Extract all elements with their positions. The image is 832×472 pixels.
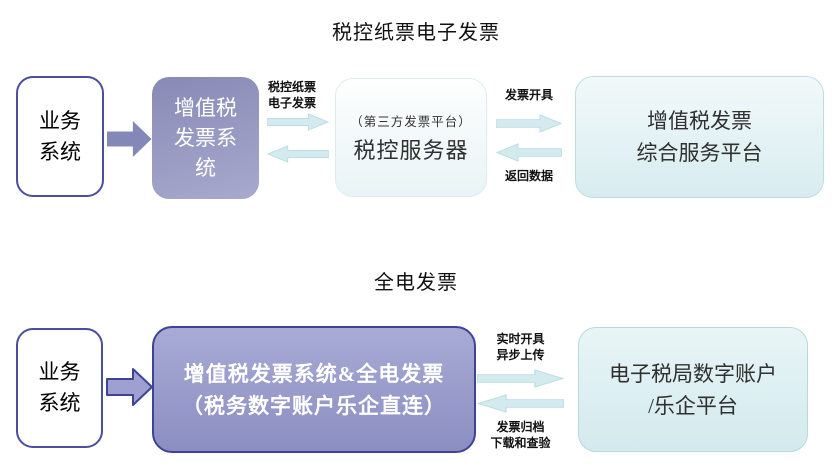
s1-invoice-issue-label: 发票开具 [504, 88, 553, 102]
s2-business-system-box: 业务 系统 [16, 328, 103, 448]
s1-business-system-box: 业务 系统 [16, 76, 104, 197]
s1-vat-invoice-system-box: 增值税 发票系 统 [152, 77, 259, 199]
s1-vat-service-platform-label: 综合服务平台 [636, 141, 763, 165]
s1-tax-control-server-box: （第三方发票平台） 税控服务器 [335, 78, 487, 197]
section2-title: 全电发票 [374, 272, 458, 294]
s1-block-arrow-right-icon [107, 119, 153, 159]
s1-business-system-label: 业务 [39, 108, 81, 133]
s1-flow1-arrow-left-icon [267, 145, 329, 163]
s1-vat-invoice-system-label: 发票系 [174, 126, 237, 150]
s2-tax-bureau-account-box: 电子税局数字账户 /乐企平台 [578, 327, 808, 452]
s1-server-title: 税控服务器 [353, 137, 469, 163]
s2-flow-arrow-left-icon [477, 394, 564, 413]
s2-vat-leqi-direct-box: 增值税发票系统&全电发票 （税务数字账户乐企直连） [152, 326, 476, 453]
section1-title: 税控纸票电子发票 [332, 22, 500, 44]
s2-flow-arrow-right-icon [477, 369, 564, 388]
s2-business-system-label: 业务 [38, 360, 81, 384]
s1-flow1-arrow-right-icon [267, 113, 329, 131]
s1-server-subtitle: （第三方发票平台） [350, 114, 472, 129]
s1-vat-service-platform-box: 增值税发票 综合服务平台 [575, 76, 824, 198]
s1-return-data-label: 返回数据 [504, 169, 553, 183]
s2-archive-verify-label: 发票归档 下载和查验 [490, 420, 551, 450]
s2-block-arrow-right-icon [106, 366, 154, 408]
s2-tax-bureau-account-label: /乐企平台 [648, 393, 738, 418]
s1-vat-invoice-system-label: 统 [195, 156, 216, 180]
s2-tax-bureau-account-label: 电子税局数字账户 [609, 361, 777, 386]
s1-vat-invoice-system-label: 增值税 [174, 96, 237, 120]
s1-flow2-arrow-right-icon [496, 114, 562, 133]
s2-vat-leqi-direct-label: （税务数字账户乐企直连） [182, 393, 446, 418]
s1-business-system-label: 系统 [39, 139, 81, 164]
s2-realtime-upload-label: 实时开具 异步上传 [496, 332, 545, 362]
s2-vat-leqi-direct-label: 增值税发票系统&全电发票 [183, 361, 445, 386]
s2-business-system-label: 系统 [38, 391, 81, 415]
s1-vat-service-platform-label: 增值税发票 [647, 109, 752, 133]
s1-flow2-arrow-left-icon [496, 143, 562, 162]
s1-flow1-label: 税控纸票 电子发票 [268, 80, 317, 110]
